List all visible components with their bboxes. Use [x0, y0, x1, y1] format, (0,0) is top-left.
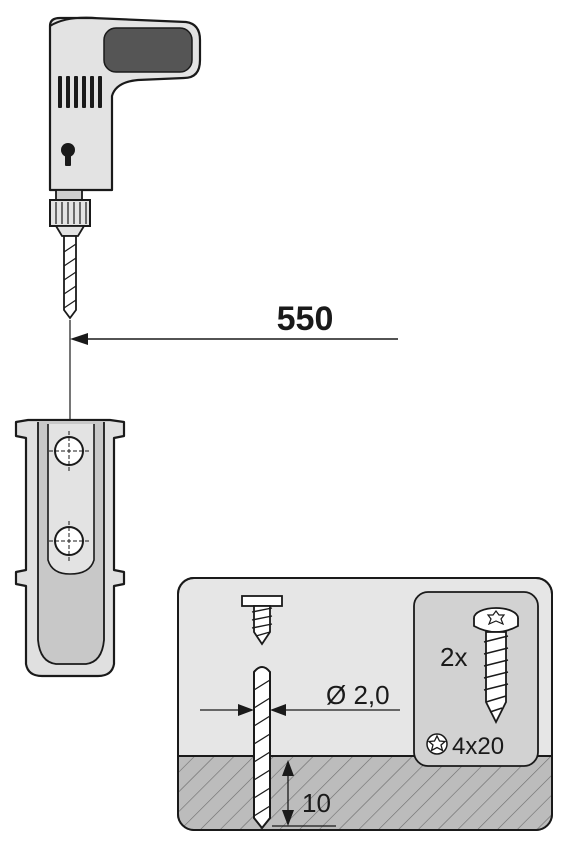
- drill-grip: [103, 27, 193, 73]
- drill-chuck: [49, 199, 91, 237]
- arrow-right-icon: [238, 704, 254, 716]
- arrow-left-icon: [70, 333, 88, 345]
- depth-dimension: 10: [272, 760, 336, 827]
- screw-icon: [473, 607, 519, 725]
- drill-vents: [58, 76, 102, 108]
- distance-label: 550: [277, 300, 334, 338]
- screw-size: 4x20: [452, 733, 504, 760]
- screw-quantity: 2x: [440, 642, 467, 672]
- torx-star-icon: [426, 733, 448, 755]
- drilling-detail-panel: Ø 2,0 10 2x 4x20: [177, 577, 553, 831]
- depth-label: 10: [302, 788, 331, 818]
- screw-hole: [49, 521, 89, 561]
- arrow-left-icon: [270, 704, 286, 716]
- arrow-up-icon: [282, 760, 294, 776]
- diameter-dimension: Ø 2,0: [200, 680, 400, 716]
- screw-hole: [49, 431, 89, 471]
- drill-bit: [63, 235, 77, 320]
- drill-bit: [253, 666, 271, 830]
- diameter-label: Ø 2,0: [326, 680, 390, 710]
- wall-bracket: [14, 418, 126, 678]
- keyhole-icon: [61, 143, 75, 166]
- drill-icon: [48, 16, 202, 320]
- screw-icon: [241, 595, 283, 646]
- arrow-down-icon: [282, 810, 294, 826]
- screw-spec-inset: 2x 4x20: [413, 591, 539, 767]
